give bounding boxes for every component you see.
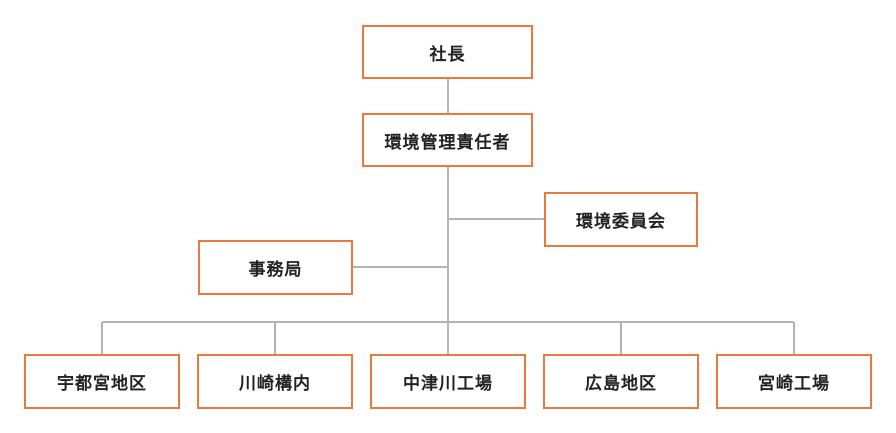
site-label: 宮崎工場 — [758, 374, 830, 394]
site-label: 中津川工場 — [403, 374, 493, 394]
site-label: 宇都宮地区 — [57, 374, 147, 394]
site-label: 広島地区 — [585, 374, 657, 394]
environmental-manager-label: 環境管理責任者 — [384, 132, 511, 153]
secretariat-box: 事務局 — [198, 240, 353, 295]
site-label: 川崎構内 — [239, 374, 311, 394]
president-box: 社長 — [362, 25, 533, 79]
environmental-committee-box: 環境委員会 — [544, 192, 698, 247]
site-box-kawasaki: 川崎構内 — [197, 354, 353, 409]
site-box-miyazaki: 宮崎工場 — [716, 354, 872, 409]
site-box-utsunomiya: 宇都宮地区 — [24, 354, 180, 409]
environmental-manager-box: 環境管理責任者 — [362, 113, 533, 167]
president-label: 社長 — [429, 44, 466, 65]
site-box-nakatsugawa: 中津川工場 — [370, 354, 526, 409]
environmental-committee-label: 環境委員会 — [576, 212, 666, 232]
site-box-hiroshima: 広島地区 — [543, 354, 699, 409]
secretariat-label: 事務局 — [248, 260, 303, 280]
